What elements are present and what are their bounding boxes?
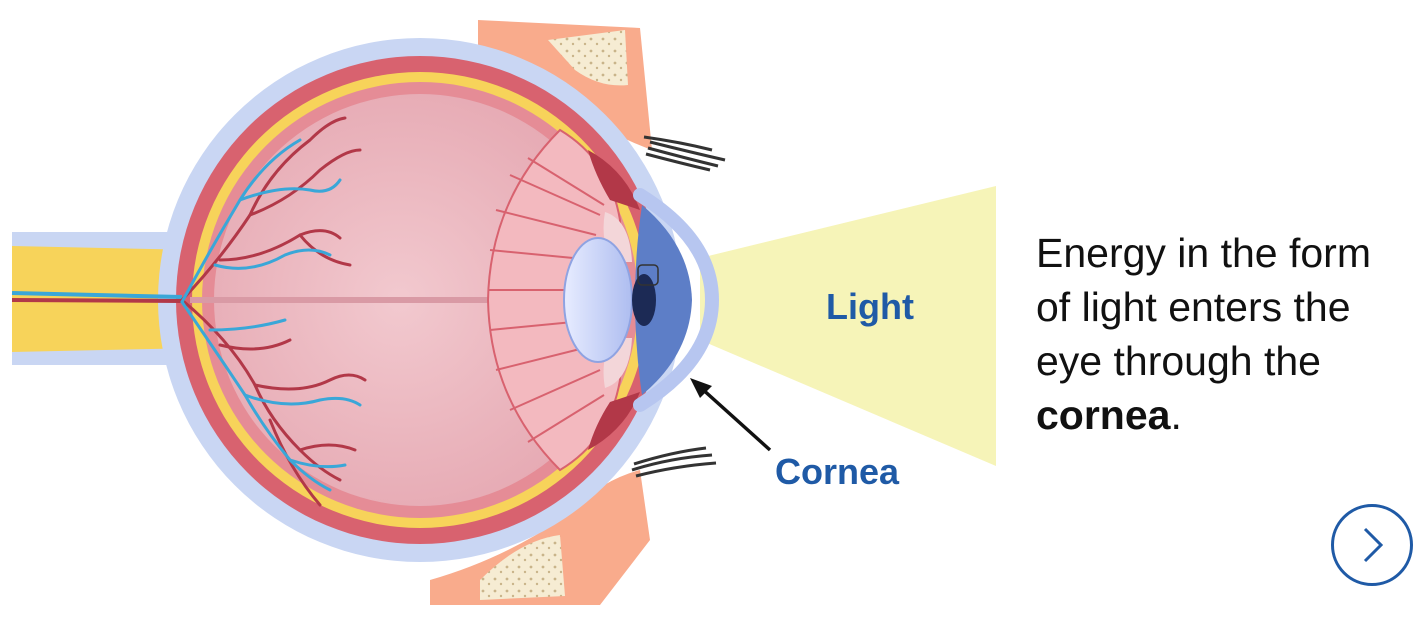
- ciliary-muscle-lower: [588, 392, 640, 450]
- caption-line-1: Energy in the form: [1036, 230, 1371, 276]
- cornea: [633, 188, 720, 412]
- lower-eyelashes: [631, 446, 717, 478]
- pupil: [632, 274, 656, 326]
- explanation-text: Energy in the form of light enters the e…: [1036, 226, 1408, 442]
- central-retinal-artery: [11, 298, 183, 303]
- upper-eyelashes: [643, 135, 726, 172]
- caption-line-3: eye through the: [1036, 338, 1321, 384]
- retinal-veins: [180, 138, 362, 492]
- lower-orbital-bone: [480, 535, 565, 600]
- caption-line-4: cornea.: [1036, 388, 1408, 442]
- ciliary-muscle-upper: [588, 150, 640, 210]
- light-beam: [700, 186, 996, 466]
- lower-eyelid: [430, 470, 650, 605]
- caption-suffix: .: [1170, 392, 1182, 438]
- light-label: Light: [826, 286, 914, 327]
- cornea-pointer-line: [698, 385, 772, 452]
- chevron-right-icon: [1363, 527, 1384, 563]
- cornea-pointer-arrowhead: [690, 378, 712, 398]
- lens: [563, 237, 633, 363]
- cornea-label: Cornea: [775, 451, 900, 492]
- anterior-chamber: [635, 205, 692, 395]
- next-button[interactable]: [1331, 504, 1413, 586]
- caption-emphasis-cornea: cornea: [1036, 392, 1171, 438]
- upper-orbital-bone: [548, 30, 628, 86]
- pupil-highlight: [637, 264, 659, 286]
- caption-line-2: of light enters the: [1036, 284, 1351, 330]
- central-retinal-vein: [11, 291, 183, 299]
